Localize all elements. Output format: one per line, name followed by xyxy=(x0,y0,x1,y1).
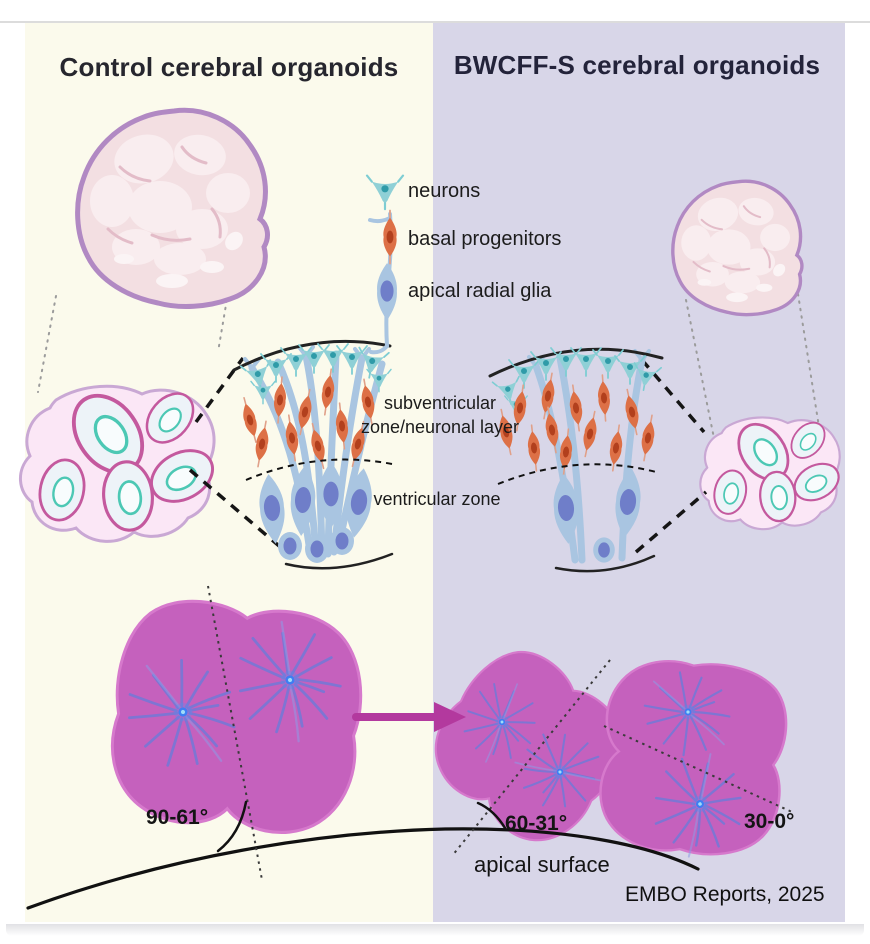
control-panel-title: Control cerebral organoids xyxy=(59,52,399,82)
bwcff-panel-title: BWCFF-S cerebral organoids xyxy=(453,50,821,80)
bottom-shadow xyxy=(6,924,864,936)
angle-range-horizontal: 30-0° xyxy=(744,810,795,833)
control-panel-background xyxy=(25,23,433,922)
top-divider-rule xyxy=(0,21,870,23)
legend-label-basal-progenitors: basal progenitors xyxy=(408,228,562,250)
subventricular-zone-label: subventricular zone/neuronal layer xyxy=(360,393,520,437)
legend-label-apical-radial-glia: apical radial glia xyxy=(408,280,552,302)
bwcff-panel-background xyxy=(433,23,845,922)
ventricular-zone-label: ventricular zone xyxy=(373,489,501,509)
angle-range-control: 90-61° xyxy=(146,806,209,829)
journal-credit: EMBO Reports, 2025 xyxy=(625,883,825,906)
legend-label-neurons: neurons xyxy=(408,180,481,202)
apical-surface-label: apical surface xyxy=(474,852,610,877)
angle-range-oblique: 60-31° xyxy=(505,812,568,835)
